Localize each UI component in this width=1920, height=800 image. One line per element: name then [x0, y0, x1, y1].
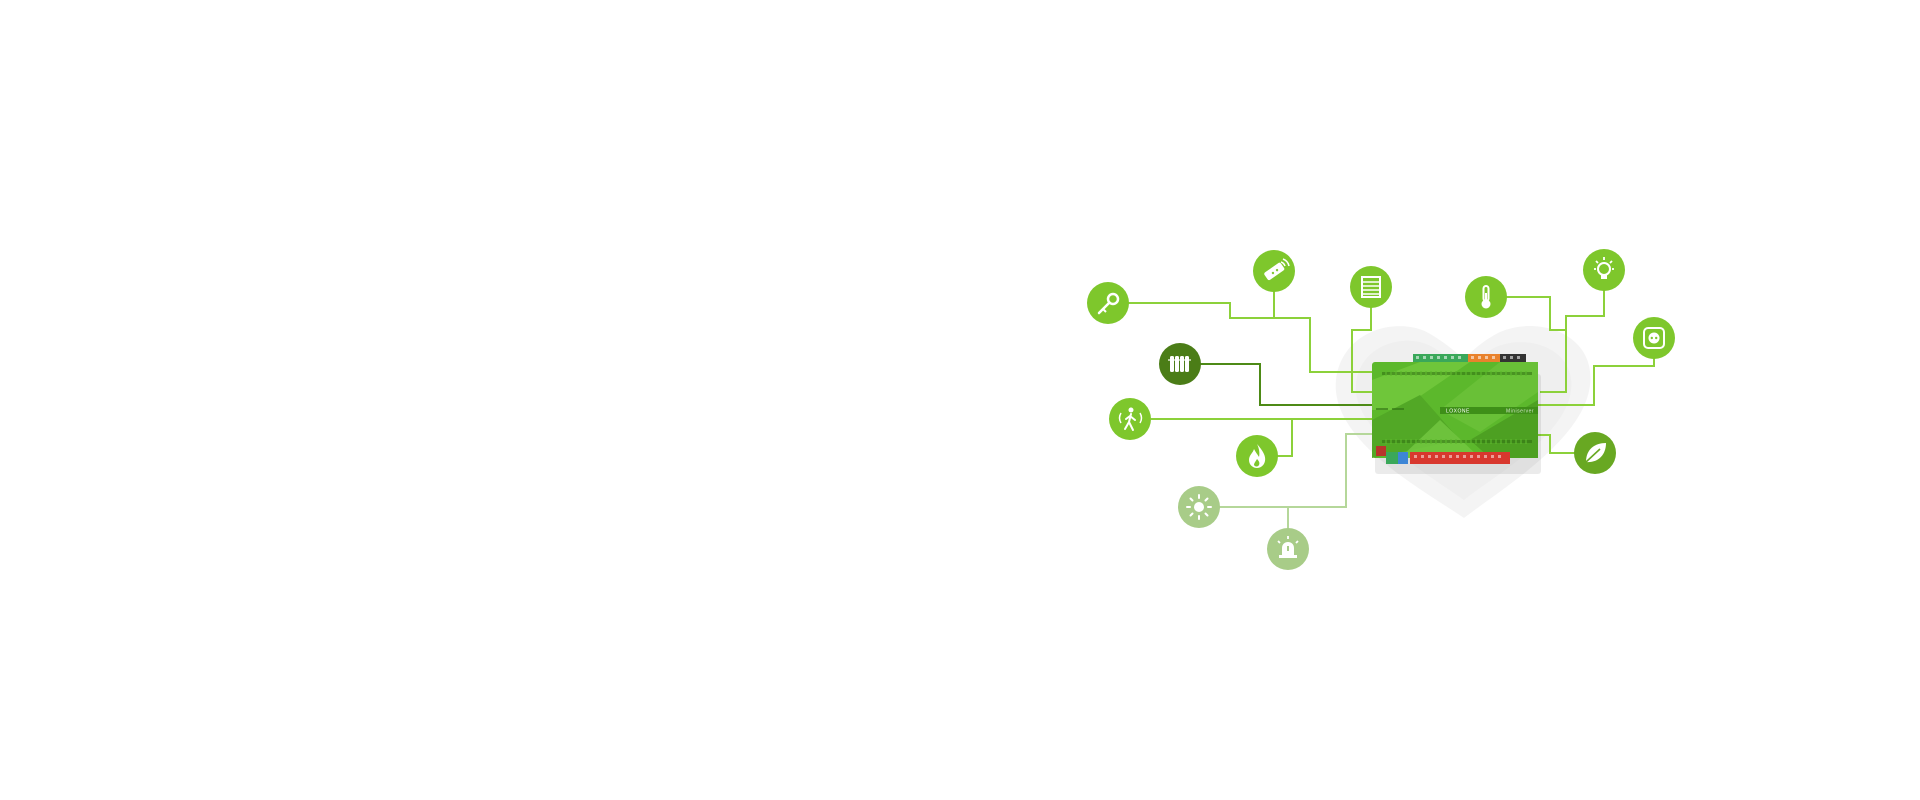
- pale-lines: [1219, 433, 1372, 529]
- key-line: [1127, 302, 1372, 373]
- window-blind-icon: [1350, 266, 1392, 308]
- top-vents: [1382, 372, 1532, 375]
- motion-sensor-icon: [1109, 398, 1151, 440]
- remote-control-icon: [1253, 250, 1295, 292]
- lightbulb-line: [1565, 290, 1605, 330]
- thermometer-line: [1506, 296, 1567, 393]
- device-brand-text: LOXONE: [1446, 409, 1470, 415]
- leaf-line: [1538, 434, 1575, 454]
- miniserver-device: LOXONE Miniserver: [1372, 354, 1541, 474]
- lightbulb-icon: [1583, 249, 1625, 291]
- fire-line: [1275, 419, 1293, 457]
- power-outlet-icon: [1633, 317, 1675, 359]
- connection-lines: [1127, 290, 1655, 457]
- radiator-icon: [1159, 343, 1201, 385]
- blind-line: [1351, 307, 1372, 393]
- leaf-icon: [1574, 432, 1616, 474]
- key-icon: [1087, 282, 1129, 324]
- device-label-strip: [1440, 407, 1538, 414]
- bottom-terminal-block: [1376, 446, 1510, 464]
- sun-line: [1219, 433, 1372, 508]
- top-terminal-block: [1413, 354, 1526, 364]
- radiator-line: [1200, 363, 1372, 406]
- sun-icon: [1178, 486, 1220, 528]
- fire-icon: [1236, 435, 1278, 477]
- thermometer-icon: [1465, 276, 1507, 318]
- device-model-text: Miniserver: [1506, 409, 1534, 415]
- outlet-line: [1536, 358, 1655, 406]
- alarm-siren-icon: [1267, 528, 1309, 570]
